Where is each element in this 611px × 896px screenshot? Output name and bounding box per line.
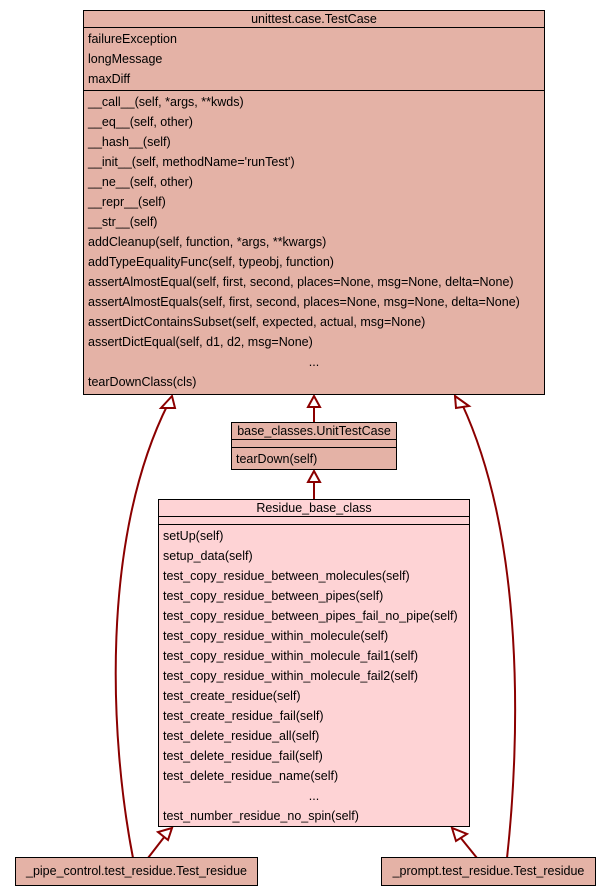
arrowhead-pipe-control-to-residue-base [155, 826, 174, 842]
method: addTypeEqualityFunc(self, typeobj, funct… [88, 255, 334, 269]
method: addCleanup(self, function, *args, **kwar… [88, 235, 327, 249]
class-residue-base-methods: setUp(self) setup_data(self) test_copy_r… [159, 525, 469, 826]
method: __ne__(self, other) [88, 175, 193, 189]
method: __init__(self, methodName='runTest') [88, 155, 295, 169]
attribute: longMessage [88, 52, 163, 66]
method: test_copy_residue_between_pipes_fail_no_… [163, 609, 458, 623]
method: assertAlmostEquals(self, first, second, … [88, 295, 520, 309]
method: __call__(self, *args, **kwds) [88, 95, 244, 109]
class-prompt-test-residue[interactable]: _prompt.test_residue.Test_residue [381, 857, 596, 886]
arrowhead-prompt-to-testcase [453, 393, 472, 410]
method: test_delete_residue_name(self) [163, 769, 339, 783]
method: __repr__(self) [88, 195, 166, 209]
class-residue-base-title: Residue_base_class [159, 500, 469, 517]
method: __eq__(self, other) [88, 115, 193, 129]
class-testcase-methods: __call__(self, *args, **kwds) __eq__(sel… [84, 91, 544, 392]
method: assertDictEqual(self, d1, d2, msg=None) [88, 335, 313, 349]
class-testcase-attributes: failureException longMessage maxDiff [84, 28, 544, 91]
arrowhead-residue-base-to-unittestcase [306, 468, 322, 483]
edge-prompt-to-residue-base [459, 836, 478, 859]
method: assertDictContainsSubset(self, expected,… [88, 315, 426, 329]
method: test_copy_residue_within_molecule(self) [163, 629, 389, 643]
method-ellipsis: ... [308, 355, 320, 369]
arrowhead-unittestcase-to-testcase [306, 393, 322, 408]
method: test_delete_residue_all(self) [163, 729, 320, 743]
class-residue-base-attributes [159, 517, 469, 525]
arrowhead-pipe-control-to-testcase [158, 393, 177, 409]
method: test_number_residue_no_spin(self) [163, 809, 359, 823]
method: test_create_residue(self) [163, 689, 301, 703]
class-testcase[interactable]: unittest.case.TestCase failureException … [83, 10, 545, 395]
method: test_create_residue_fail(self) [163, 709, 324, 723]
method: test_copy_residue_between_pipes(self) [163, 589, 384, 603]
method: assertAlmostEqual(self, first, second, p… [88, 275, 514, 289]
method: test_delete_residue_fail(self) [163, 749, 323, 763]
class-testcase-title: unittest.case.TestCase [84, 11, 544, 28]
edge-prompt-to-testcase [461, 403, 517, 859]
method: __hash__(self) [88, 135, 171, 149]
class-residue-base[interactable]: Residue_base_class setUp(self) setup_dat… [158, 499, 470, 827]
method: __str__(self) [88, 215, 158, 229]
edge-pipe-control-to-residue-base [147, 835, 166, 859]
class-pipe-control-test-residue[interactable]: _pipe_control.test_residue.Test_residue [15, 857, 258, 886]
method: setUp(self) [163, 529, 224, 543]
method: test_copy_residue_within_molecule_fail2(… [163, 669, 418, 683]
arrowhead-prompt-to-residue-base [450, 826, 470, 843]
attribute: maxDiff [88, 72, 131, 86]
method: tearDownClass(cls) [88, 375, 197, 389]
method: tearDown(self) [236, 452, 318, 466]
attribute: failureException [88, 32, 177, 46]
method: test_copy_residue_within_molecule_fail1(… [163, 649, 418, 663]
class-unittestcase-attributes [232, 440, 396, 448]
method-ellipsis: ... [308, 789, 320, 803]
class-unittestcase[interactable]: base_classes.UnitTestCase tearDown(self) [231, 422, 397, 470]
class-unittestcase-title: base_classes.UnitTestCase [232, 423, 396, 440]
edge-pipe-control-to-testcase [114, 403, 169, 859]
class-prompt-test-residue-title: _prompt.test_residue.Test_residue [392, 864, 585, 878]
method: setup_data(self) [163, 549, 253, 563]
method: test_copy_residue_between_molecules(self… [163, 569, 410, 583]
class-pipe-control-test-residue-title: _pipe_control.test_residue.Test_residue [26, 864, 247, 878]
class-unittestcase-methods: tearDown(self) [232, 448, 396, 469]
